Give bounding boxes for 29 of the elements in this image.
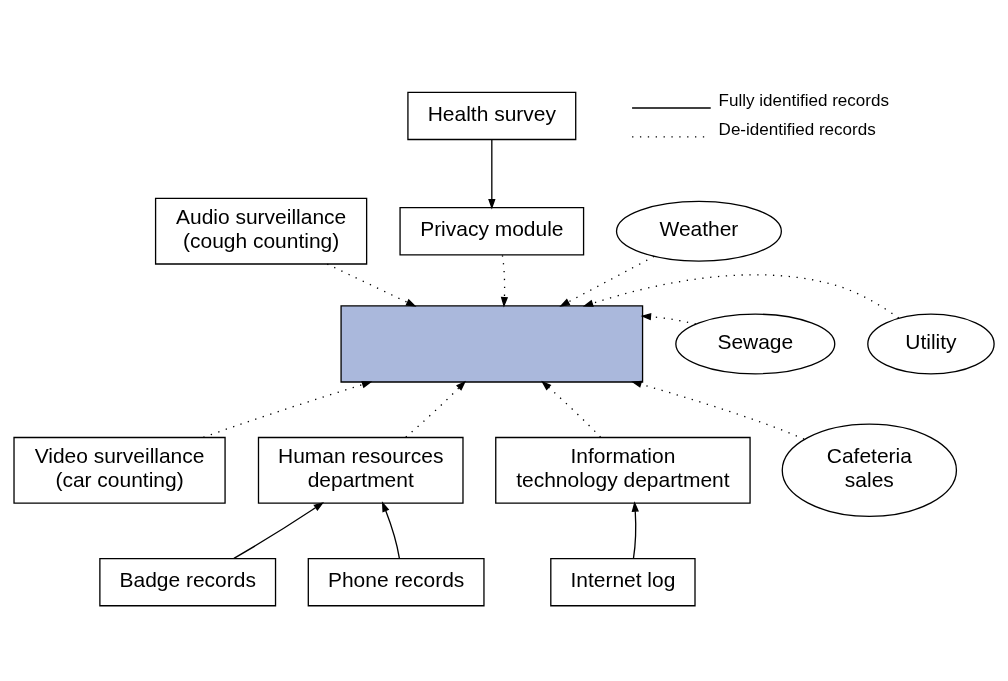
arrow [500, 254, 509, 308]
node-box: Health survey [407, 91, 577, 141]
arrow [640, 313, 697, 325]
node-box: Badge records [99, 557, 277, 607]
node-box: Human resources department [257, 436, 464, 504]
legend-label: Fully identified records [718, 90, 889, 110]
arrow [631, 380, 805, 440]
node-box: Phone records [307, 557, 485, 607]
arrow [233, 502, 325, 559]
node-ellipse: Utility [867, 313, 995, 375]
node-box: Video surveillance (car counting) [13, 436, 226, 504]
node-box: Information technology department [495, 436, 751, 504]
node-box: Audio surveillance (cough counting) [154, 197, 368, 265]
arrow [488, 139, 496, 210]
arrow [559, 255, 655, 307]
node-box: Privacy module [399, 207, 585, 256]
node-ellipse: Weather [615, 200, 782, 262]
node-box [340, 305, 644, 383]
arrow [326, 263, 417, 307]
arrow [381, 501, 401, 559]
node-box: Internet log [550, 557, 696, 607]
arrow [405, 380, 467, 438]
arrow [541, 380, 602, 438]
node-ellipse: Cafeteria sales [781, 423, 958, 518]
arrow [582, 274, 900, 319]
legend-label: De-identified records [718, 119, 876, 139]
node-ellipse: Sewage [675, 313, 836, 375]
arrow [631, 501, 639, 559]
arrow [202, 381, 373, 439]
